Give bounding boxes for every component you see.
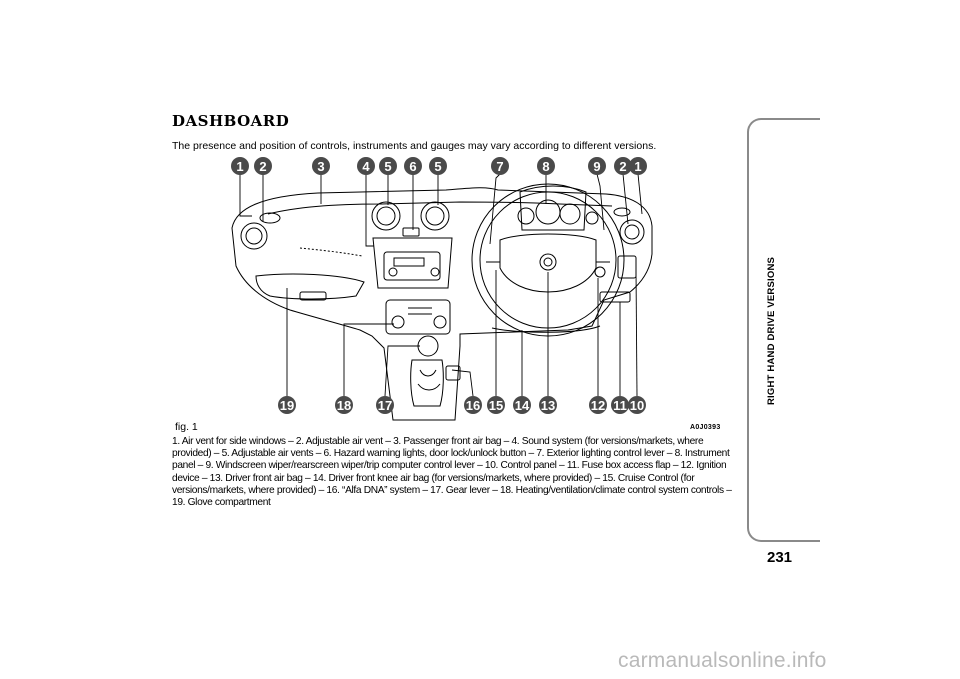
svg-text:1: 1 <box>236 159 243 174</box>
svg-text:17: 17 <box>378 398 392 413</box>
svg-text:1: 1 <box>634 159 641 174</box>
svg-text:5: 5 <box>384 159 391 174</box>
intro-text: The presence and position of controls, i… <box>172 140 657 152</box>
svg-text:9: 9 <box>593 159 600 174</box>
callout-2-top-right: 2 <box>614 157 632 175</box>
callout-7: 7 <box>491 157 509 175</box>
svg-text:18: 18 <box>337 398 351 413</box>
svg-text:2: 2 <box>259 159 266 174</box>
svg-text:4: 4 <box>362 159 370 174</box>
callout-1-top-right: 1 <box>629 157 647 175</box>
callout-2-top-left: 2 <box>254 157 272 175</box>
svg-text:6: 6 <box>409 159 416 174</box>
callout-15: 15 <box>487 396 505 414</box>
svg-text:3: 3 <box>317 159 324 174</box>
callout-13: 13 <box>539 396 557 414</box>
svg-text:7: 7 <box>496 159 503 174</box>
callout-18: 18 <box>335 396 353 414</box>
callout-17: 17 <box>376 396 394 414</box>
callout-14: 14 <box>513 396 531 414</box>
svg-text:16: 16 <box>466 398 480 413</box>
callout-4: 4 <box>357 157 375 175</box>
svg-text:13: 13 <box>541 398 555 413</box>
svg-text:2: 2 <box>619 159 626 174</box>
svg-text:5: 5 <box>434 159 441 174</box>
svg-text:19: 19 <box>280 398 294 413</box>
callout-9: 9 <box>588 157 606 175</box>
svg-text:12: 12 <box>591 398 605 413</box>
callout-16: 16 <box>464 396 482 414</box>
callout-11: 11 <box>611 396 629 414</box>
callout-8: 8 <box>537 157 555 175</box>
svg-text:11: 11 <box>613 398 627 413</box>
watermark-text: carmanualsonline.info <box>618 649 827 672</box>
callout-5-left: 5 <box>379 157 397 175</box>
svg-text:15: 15 <box>489 398 503 413</box>
callout-3: 3 <box>312 157 330 175</box>
dashboard-drawing <box>231 183 653 421</box>
callout-12: 12 <box>589 396 607 414</box>
page-number: 231 <box>767 549 793 566</box>
callout-10: 10 <box>628 396 646 414</box>
side-tab-label: RIGHT HAND DRIVE VERSIONS <box>766 256 777 405</box>
callout-1-top-left: 1 <box>231 157 249 175</box>
svg-text:8: 8 <box>542 159 549 174</box>
section-side-tab <box>747 118 820 542</box>
section-title: DASHBOARD <box>172 112 290 130</box>
callout-5-right: 5 <box>429 157 447 175</box>
figure-caption: 1. Air vent for side windows – 2. Adjust… <box>172 436 732 509</box>
callout-6: 6 <box>404 157 422 175</box>
leader-lines <box>239 173 643 397</box>
svg-text:10: 10 <box>630 398 644 413</box>
figure-code: A0J0393 <box>690 424 721 431</box>
svg-text:14: 14 <box>515 398 530 413</box>
callout-19: 19 <box>278 396 296 414</box>
figure-label: fig. 1 <box>175 421 198 433</box>
